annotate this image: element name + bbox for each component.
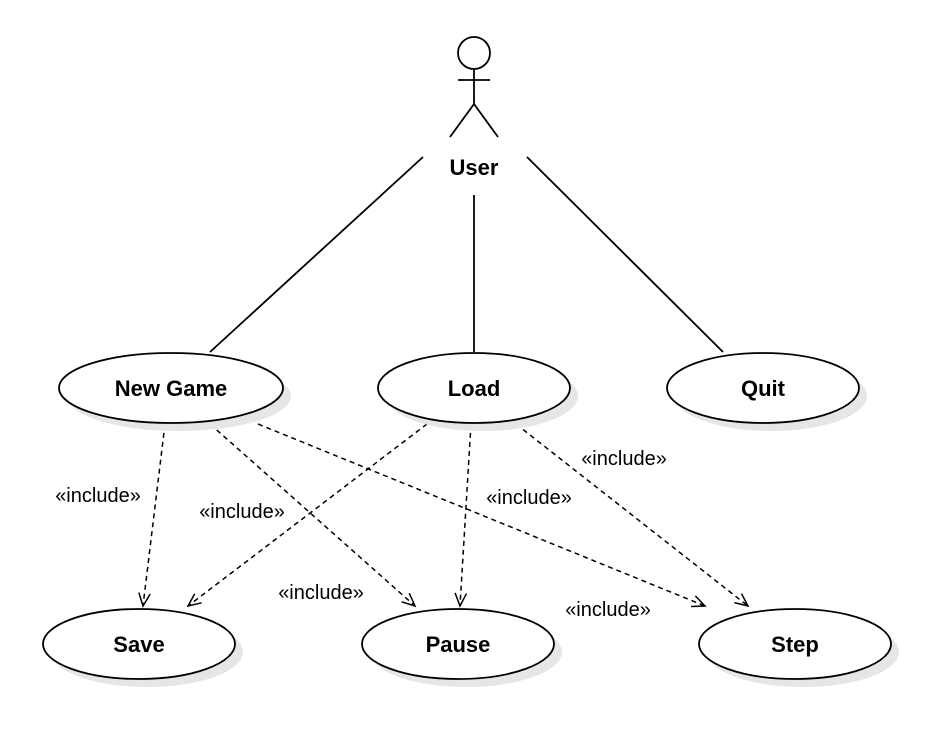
include-new-game-to-pause: [209, 423, 417, 608]
use-case-ellipse[interactable]: [58, 352, 284, 424]
use-case-label: Pause: [426, 632, 491, 657]
open-arrowhead: [138, 592, 151, 608]
use-case-load[interactable]: Load: [377, 352, 578, 431]
actor-stick-figure-icon: [449, 36, 499, 138]
use-case-label: Step: [771, 632, 819, 657]
use-case-ellipse[interactable]: [42, 608, 236, 680]
actor-left-leg: [449, 103, 475, 138]
use-case-label: New Game: [115, 376, 228, 401]
include-arrow-line: [459, 423, 472, 607]
actor-right-leg: [473, 103, 499, 138]
use-case-ellipse[interactable]: [666, 352, 860, 424]
use-case-quit[interactable]: Quit: [666, 352, 867, 431]
open-arrowhead: [690, 595, 707, 608]
include-labels: «include» «include» «include» «include» «inc…: [55, 448, 667, 621]
include-stereotype-label: «include»: [55, 485, 141, 507]
open-arrowhead: [401, 592, 417, 608]
use-case-pause[interactable]: Pause: [361, 608, 562, 687]
association-lines: [209, 156, 724, 353]
association-user-quit: [526, 156, 724, 353]
use-case-label: Save: [113, 632, 164, 657]
include-stereotype-label: «include»: [581, 448, 667, 470]
include-new-game-to-step: [257, 423, 707, 608]
include-stereotype-label: «include»: [486, 487, 572, 509]
use-case-step[interactable]: Step: [698, 608, 899, 687]
use-case-save[interactable]: Save: [42, 608, 243, 687]
actor-name: User: [450, 155, 499, 180]
include-stereotype-label: «include»: [565, 599, 651, 621]
use-case-ellipse[interactable]: [377, 352, 571, 424]
association-user-new-game: [209, 156, 424, 353]
use-case-ellipse[interactable]: [361, 608, 555, 680]
open-arrowhead: [454, 592, 468, 608]
include-arrow-line: [515, 423, 749, 607]
include-stereotype-label: «include»: [199, 501, 285, 523]
actor-head: [457, 36, 491, 70]
include-dependencies: [138, 423, 750, 608]
use-case-label: Quit: [741, 376, 786, 401]
open-arrowhead: [734, 593, 750, 608]
include-stereotype-label: «include»: [278, 582, 364, 604]
actor: User: [449, 36, 499, 180]
include-load-to-save: [186, 423, 428, 608]
use-case-new-game[interactable]: New Game: [58, 352, 291, 431]
include-arrow-line: [142, 423, 166, 607]
open-arrowhead: [186, 593, 202, 608]
include-load-to-step: [515, 423, 750, 608]
use-case-ellipse[interactable]: [698, 608, 892, 680]
use-case-label: Load: [448, 376, 501, 401]
include-load-to-pause: [454, 423, 472, 608]
include-new-game-to-save: [138, 423, 166, 608]
include-arrow-line: [209, 423, 416, 607]
